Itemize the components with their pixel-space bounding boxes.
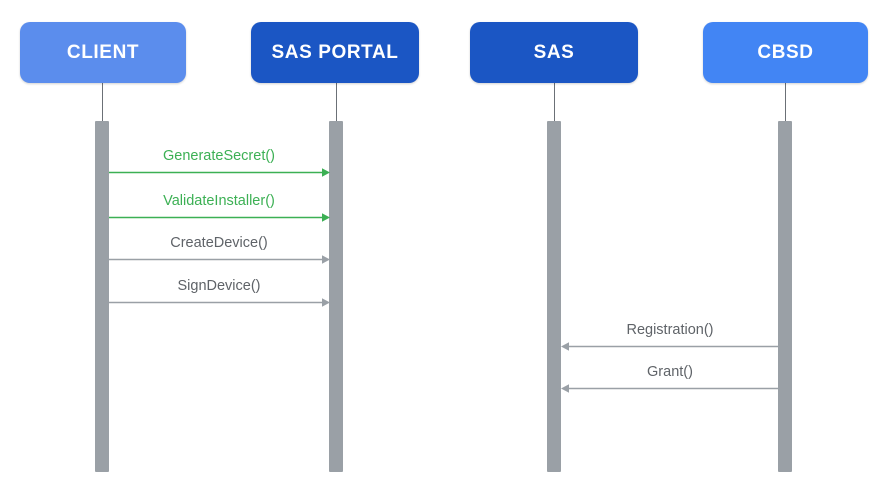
activation-bar-sas — [547, 121, 561, 472]
message-arrow-grant — [561, 383, 779, 394]
actor-box-sas-portal[interactable]: SAS PORTAL — [251, 22, 419, 83]
message-label-registration: Registration() — [626, 322, 714, 338]
activation-bar-client — [95, 121, 109, 472]
message-arrow-registration — [561, 341, 779, 352]
message-label-generate-secret: GenerateSecret() — [162, 148, 276, 164]
message-label-grant: Grant() — [647, 364, 693, 380]
message-label-sign-device: SignDevice() — [177, 278, 261, 294]
lifeline-client — [102, 83, 103, 121]
message-label-create-device: CreateDevice() — [170, 235, 268, 251]
actor-label-sas-portal: SAS PORTAL — [271, 41, 399, 63]
actor-box-sas[interactable]: SAS — [470, 22, 638, 83]
message-label-validate-installer: ValidateInstaller() — [163, 193, 275, 209]
activation-bar-sas-portal — [329, 121, 343, 472]
lifeline-sas-portal — [336, 83, 337, 121]
message-arrow-validate-installer — [109, 212, 330, 223]
message-arrow-create-device — [109, 254, 330, 265]
actor-box-client[interactable]: CLIENT — [20, 22, 186, 83]
lifeline-cbsd — [785, 83, 786, 121]
actor-label-sas: SAS — [533, 41, 575, 63]
activation-bar-cbsd — [778, 121, 792, 472]
message-arrow-generate-secret — [109, 167, 330, 178]
lifeline-sas — [554, 83, 555, 121]
message-arrow-sign-device — [109, 297, 330, 308]
actor-box-cbsd[interactable]: CBSD — [703, 22, 868, 83]
actor-label-cbsd: CBSD — [757, 41, 814, 63]
actor-label-client: CLIENT — [66, 41, 140, 63]
